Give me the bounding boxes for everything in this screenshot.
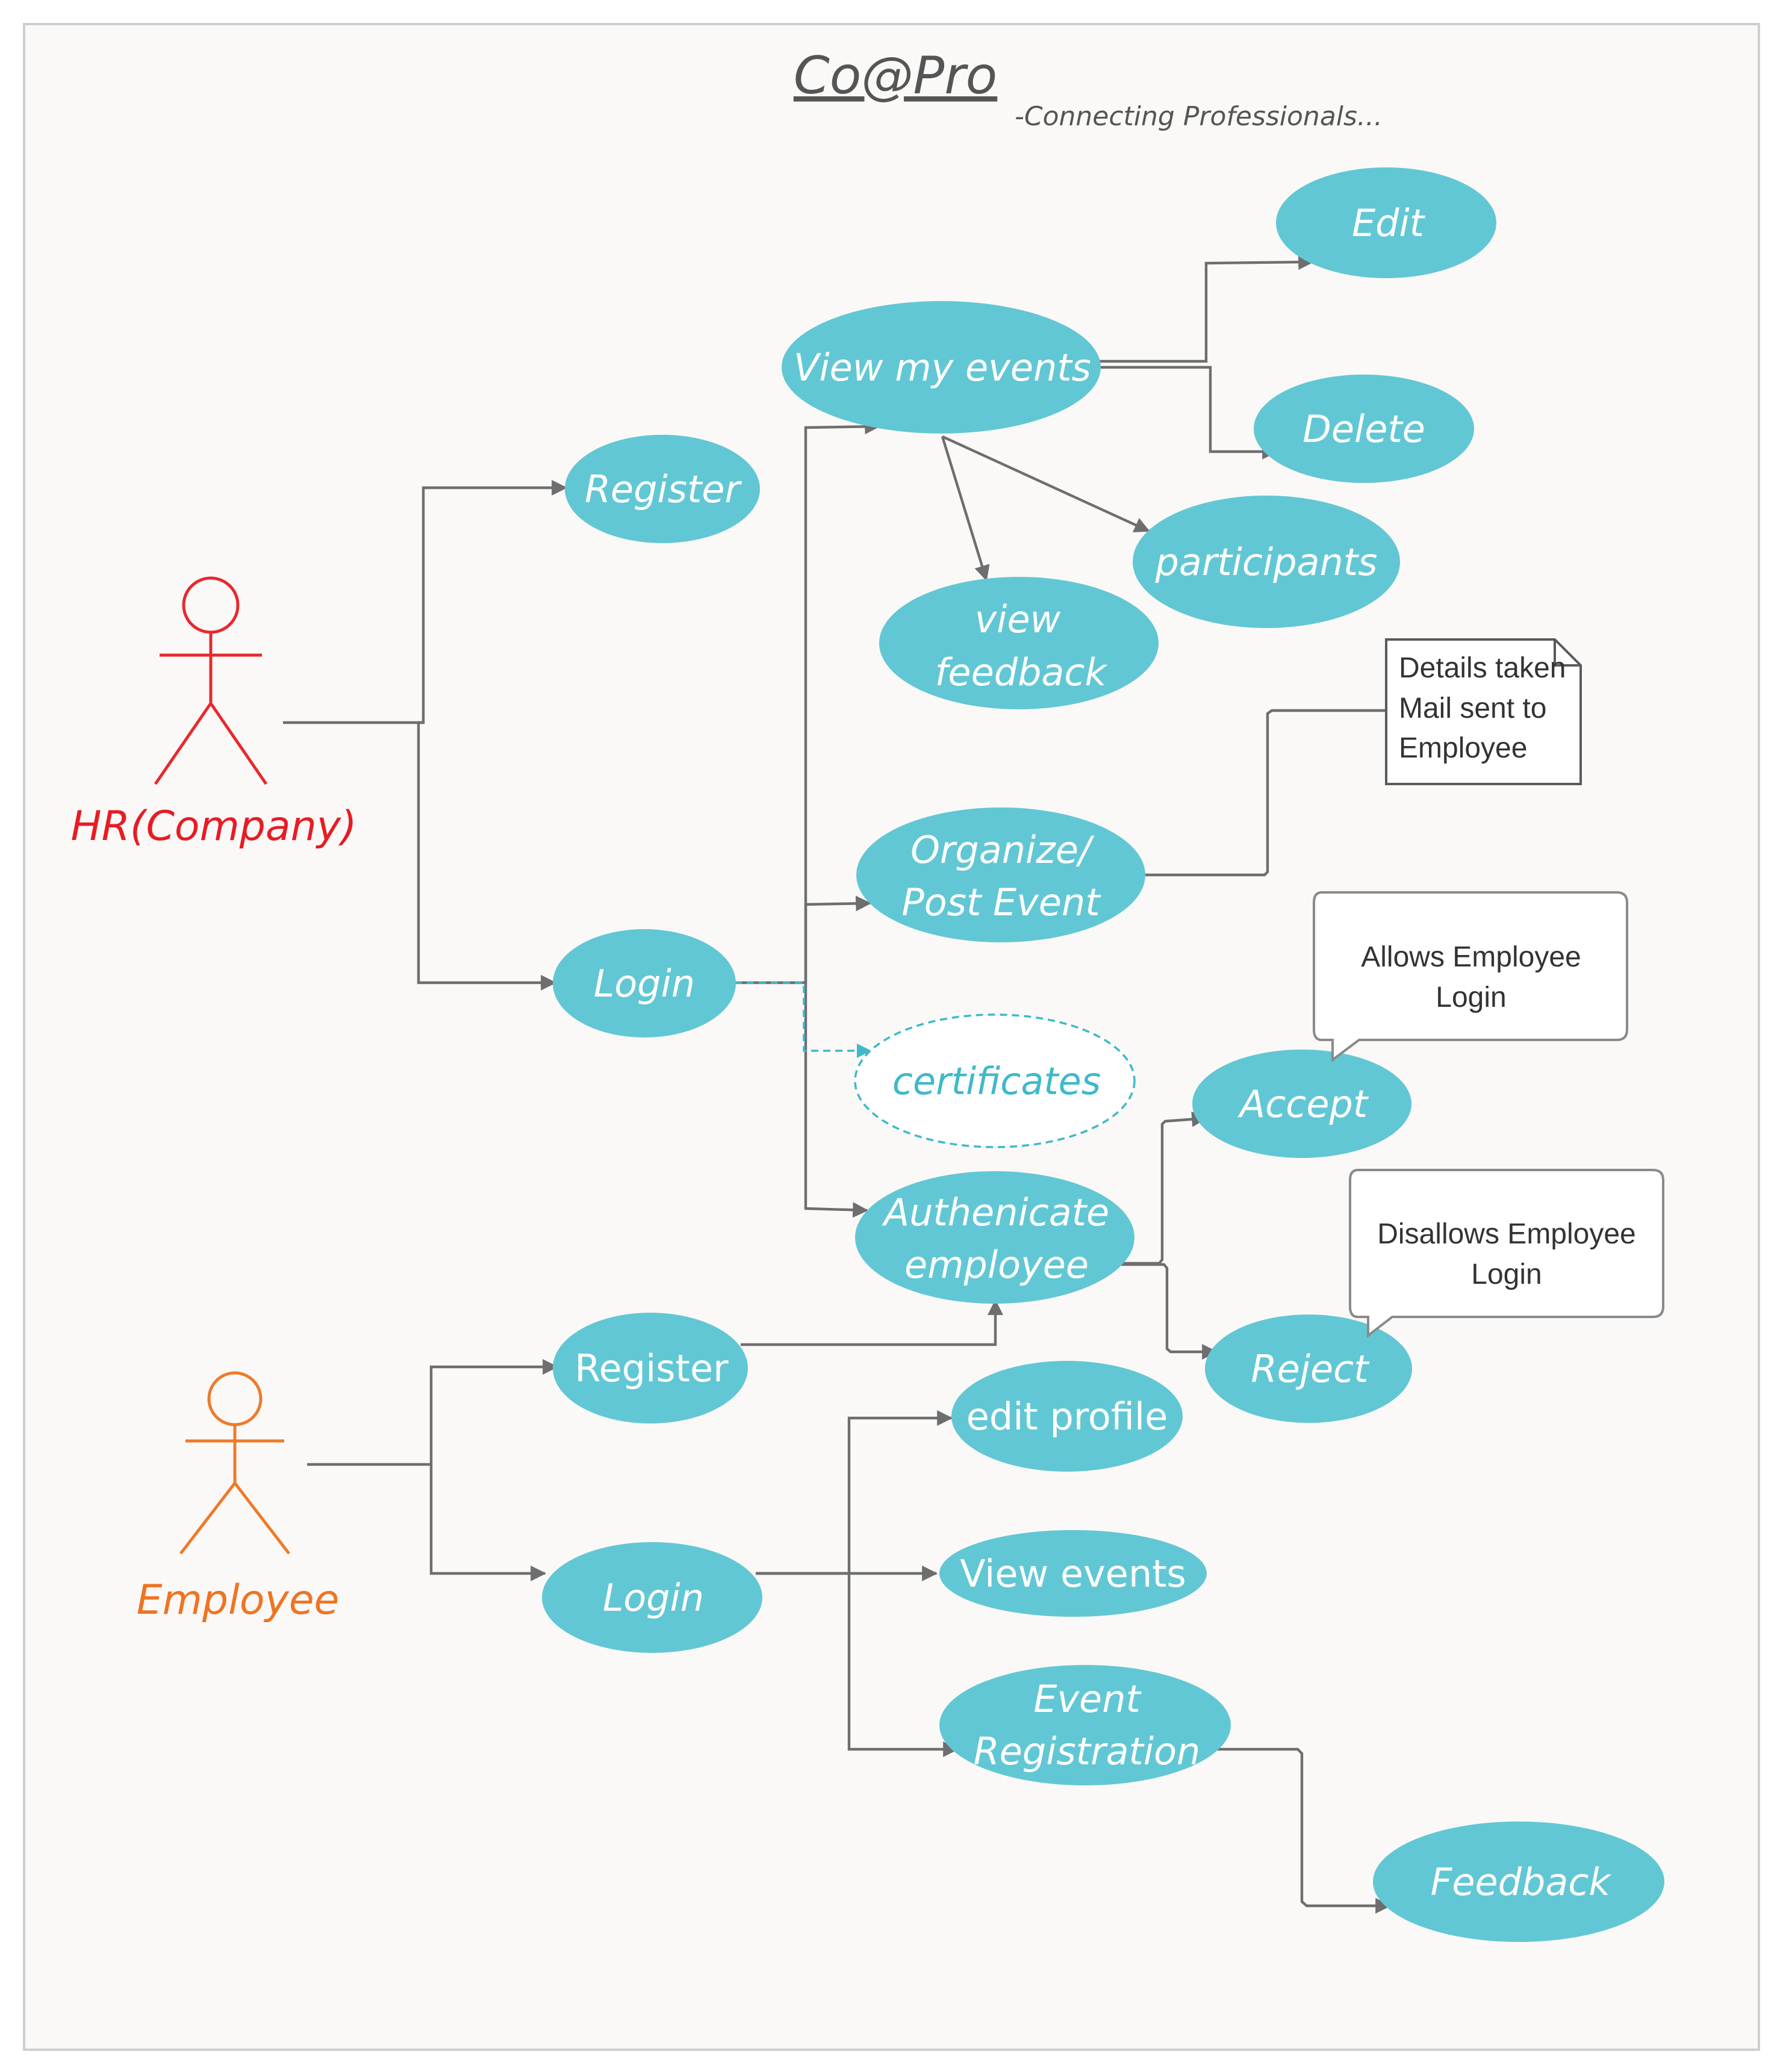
edge-vme-delete [1096,366,1278,459]
use-case-label: edit profile [966,1395,1168,1439]
use-case-edit[interactable]: Edit [1276,167,1496,278]
edge-vme-participants [942,435,1150,533]
note-line: Mail sent to [1399,692,1546,724]
use-case-label: Edit [1352,201,1426,245]
use-case-hr-login[interactable]: Login [553,929,736,1038]
hr-actor-label: HR(Company) [71,803,357,850]
use-case-delete[interactable]: Delete [1254,375,1474,483]
use-case-view-my-events[interactable]: View my events [782,301,1101,434]
callout-line: Login [1436,982,1506,1013]
use-case-authenticate-employee[interactable]: Authenicate employee [855,1171,1134,1304]
use-case-emp-register[interactable]: Register [553,1313,748,1423]
note-line: Employee [1399,732,1527,764]
use-case-emp-login[interactable]: Login [542,1542,762,1653]
use-case-label: participants [1155,540,1378,584]
edge-login-view-my-events [733,418,881,985]
edge-emp-login-event-reg [847,1573,959,1757]
use-case-label: Login [594,962,695,1006]
use-case-label: feedback [935,650,1108,694]
callout-line: Login [1471,1258,1542,1290]
use-case-label: Feedback [1431,1860,1612,1904]
use-case-label: Post Event [901,880,1101,924]
employee-actor-label: Employee [137,1576,340,1624]
use-case-reject[interactable]: Reject [1205,1314,1412,1423]
use-case-accept[interactable]: Accept [1192,1050,1411,1158]
use-case-label: Authenicate [882,1190,1110,1234]
use-case-certificates[interactable]: certificates [854,1013,1136,1148]
edge-event-reg-feedback [1213,1747,1392,1914]
diagram-title: Co@Pro [794,46,998,106]
use-case-label: Register [585,467,742,511]
employee-actor-body [179,1425,290,1555]
hr-actor: HR(Company) [71,576,357,850]
note-line: Details taken [1399,652,1566,684]
connectors [283,254,1392,1914]
use-case-label: View events [960,1552,1186,1596]
use-case-organize-post-event[interactable]: Organize/ Post Event [856,807,1145,942]
use-case-event-registration[interactable]: Event Registration [939,1665,1231,1785]
edge-hr-register [283,480,568,724]
use-case-hr-register[interactable]: Register [565,435,760,543]
employee-actor: Employee [137,1371,340,1624]
use-case-label: view [975,597,1061,641]
callout-line: Disallows Employee [1377,1218,1636,1250]
use-case-label: Organize/ [910,828,1095,872]
edge-auth-reject [1121,1263,1218,1360]
use-case-label: Register [574,1346,729,1390]
reject-callout: Disallows Employee Login [1349,1169,1664,1339]
edge-emp-login [429,1464,547,1581]
callout-line: Allows Employee [1361,941,1581,973]
hr-actor-body [154,632,268,785]
use-case-label: Event [1033,1677,1142,1721]
accept-callout: Allows Employee Login [1313,891,1628,1062]
edge-hr-login [417,721,557,991]
edge-emp-register [307,1359,559,1466]
use-case-label: Registration [974,1729,1201,1773]
edge-organize-note [1145,709,1385,877]
use-case-view-events[interactable]: View events [939,1530,1207,1617]
details-note: Details taken Mail sent to Employee [1385,638,1582,785]
use-case-label: employee [904,1243,1089,1287]
use-case-label: View my events [794,346,1091,390]
diagram-subtitle: -Connecting Professionals... [1015,101,1383,132]
edge-emp-register-auth [741,1299,1003,1346]
edge-vme-edit [1096,254,1315,363]
use-case-edit-profile[interactable]: edit profile [951,1361,1183,1472]
use-case-label: Reject [1251,1347,1371,1391]
use-case-label: Accept [1237,1082,1369,1126]
use-case-label: Login [603,1576,704,1620]
use-case-view-feedback[interactable]: view feedback [879,577,1159,709]
edge-login-authenticate [804,983,869,1218]
use-case-label: Delete [1302,407,1425,451]
use-case-feedback[interactable]: Feedback [1373,1822,1664,1942]
edge-login-organize [804,895,872,983]
use-case-participants[interactable]: participants [1133,496,1400,628]
edge-login-certificates [735,982,871,1058]
use-case-label: certificates [892,1059,1101,1103]
edge-vme-view-feedback [941,436,990,582]
